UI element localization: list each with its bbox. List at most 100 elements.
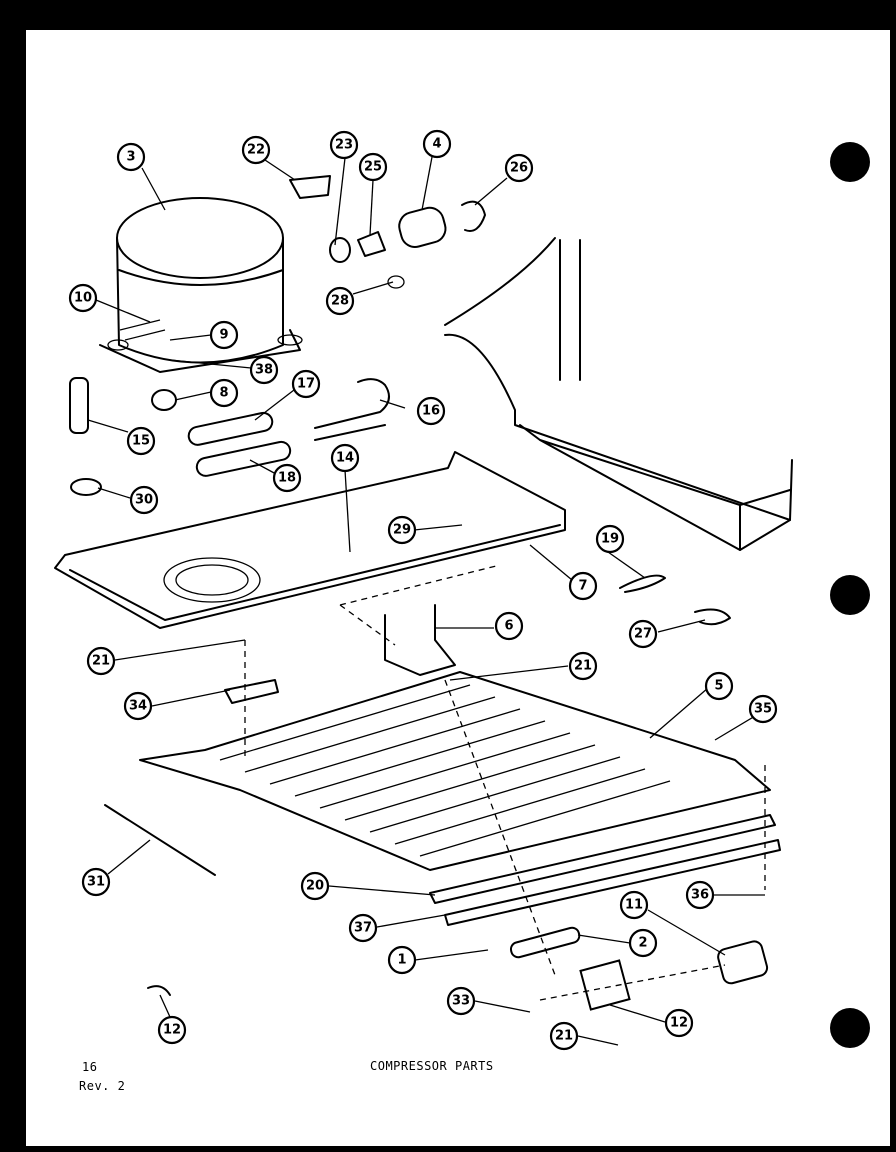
relay-part	[289, 175, 331, 199]
part-11	[717, 940, 769, 985]
callout-25: 25	[358, 152, 388, 182]
svg-text:2: 2	[638, 936, 647, 951]
part-29	[694, 608, 731, 626]
svg-text:25: 25	[364, 160, 382, 175]
svg-text:30: 30	[135, 493, 153, 508]
svg-text:21: 21	[555, 1029, 573, 1044]
callout-26: 26	[504, 153, 534, 183]
binder-hole-top	[830, 142, 870, 182]
callout-29: 27	[628, 619, 658, 649]
callout-28: 28	[325, 286, 355, 316]
svg-text:8: 8	[219, 386, 228, 401]
svg-text:21: 21	[574, 659, 592, 674]
drier-15	[69, 377, 89, 434]
callout-18: 18	[272, 463, 302, 493]
tube-17	[187, 411, 274, 446]
part-19	[619, 574, 666, 593]
svg-text:28: 28	[331, 294, 349, 309]
callout-22: 22	[241, 135, 271, 165]
svg-text:15: 15	[132, 434, 150, 449]
rail-37	[444, 839, 781, 926]
svg-text:11: 11	[625, 898, 643, 913]
svg-text:4: 4	[432, 137, 441, 152]
svg-text:23: 23	[335, 138, 353, 153]
clip-part	[357, 231, 386, 257]
svg-text:14: 14	[336, 451, 354, 466]
callout-21-lower: 21	[549, 1021, 579, 1051]
svg-text:6: 6	[504, 619, 513, 634]
part-12-clip	[147, 985, 171, 996]
grommet-8	[151, 389, 177, 411]
bracket-6	[384, 604, 456, 676]
svg-text:36: 36	[691, 888, 709, 903]
cabinet-outline	[444, 333, 793, 521]
callout-10: 10	[68, 283, 98, 313]
svg-text:18: 18	[278, 471, 296, 486]
callout-21-upper: 21	[86, 646, 116, 676]
svg-text:12: 12	[670, 1016, 688, 1031]
svg-text:27: 27	[634, 627, 652, 642]
svg-text:20: 20	[306, 879, 324, 894]
svg-text:16: 16	[422, 404, 440, 419]
svg-text:34: 34	[129, 699, 147, 714]
callout-8: 8	[209, 378, 239, 408]
callout-5: 5	[704, 671, 734, 701]
svg-text:37: 37	[354, 921, 372, 936]
rail-20	[429, 814, 776, 904]
grommet-part	[329, 237, 351, 263]
callout-11: 11	[619, 890, 649, 920]
callout-21-right: 21	[568, 651, 598, 681]
svg-text:26: 26	[510, 161, 528, 176]
svg-text:31: 31	[87, 875, 105, 890]
callout-4: 4	[422, 129, 452, 159]
callout-34: 34	[123, 691, 153, 721]
base-pan-7	[54, 451, 566, 629]
bracket-34	[224, 679, 279, 704]
callout-35: 35	[748, 694, 778, 724]
callout-33: 33	[446, 986, 476, 1016]
leader-lines	[87, 156, 766, 1046]
callout-20: 20	[300, 871, 330, 901]
svg-text:38: 38	[255, 363, 273, 378]
svg-text:7: 7	[578, 579, 587, 594]
svg-text:17: 17	[297, 377, 315, 392]
callout-16: 16	[416, 396, 446, 426]
callout-12-left: 12	[157, 1015, 187, 1045]
svg-text:10: 10	[74, 291, 92, 306]
compressor	[99, 197, 303, 373]
callout-27: 31	[81, 867, 111, 897]
wire-clip	[461, 200, 486, 232]
svg-text:5: 5	[714, 679, 723, 694]
callout-36: 36	[685, 880, 715, 910]
callout-38: 38	[249, 355, 279, 385]
callout-15: 15	[126, 426, 156, 456]
ring-part	[387, 275, 405, 289]
revision-label: Rev. 2	[79, 1079, 126, 1093]
svg-text:33: 33	[452, 994, 470, 1009]
condenser-5	[139, 671, 771, 871]
binder-hole-bottom	[830, 1008, 870, 1048]
callout-2: 2	[628, 928, 658, 958]
callout-30: 29	[387, 515, 417, 545]
svg-text:19: 19	[601, 532, 619, 547]
svg-text:29: 29	[393, 523, 411, 538]
callout-9: 9	[209, 320, 239, 350]
page-title: COMPRESSOR PARTS	[370, 1059, 494, 1073]
svg-text:3: 3	[126, 150, 135, 165]
callout-7: 7	[568, 571, 598, 601]
svg-text:21: 21	[92, 654, 110, 669]
svg-text:1: 1	[397, 953, 406, 968]
svg-text:9: 9	[219, 328, 228, 343]
callout-31: 30	[129, 485, 159, 515]
callout-3: 3	[116, 142, 146, 172]
callout-17: 17	[291, 369, 321, 399]
svg-text:12: 12	[163, 1023, 181, 1038]
callout-23: 23	[329, 130, 359, 160]
svg-text:35: 35	[754, 702, 772, 717]
wire-27	[104, 804, 216, 876]
callout-19: 19	[595, 524, 625, 554]
callout-37: 37	[348, 913, 378, 943]
callout-12-right: 12	[664, 1008, 694, 1038]
part-31	[70, 478, 102, 496]
